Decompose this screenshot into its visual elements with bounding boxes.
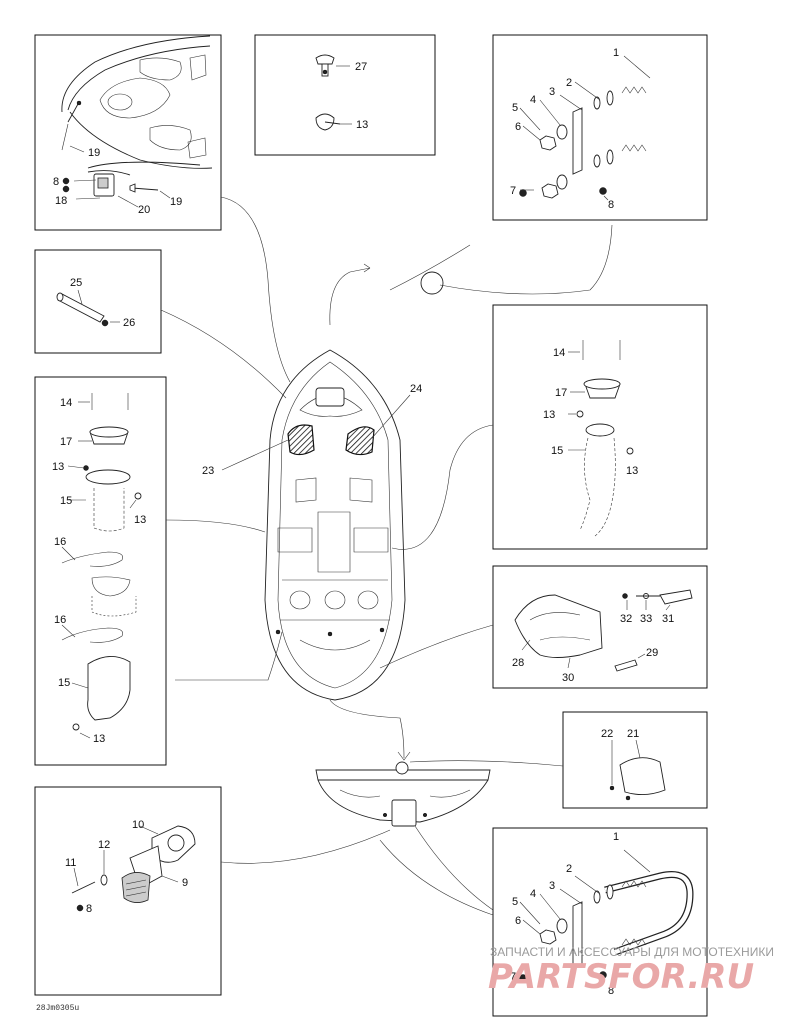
callout-11: 11 <box>65 857 76 869</box>
panel-drain-hose: 14 17 13 15 13 16 16 15 13 <box>34 376 167 766</box>
callout-15-right: 15 <box>551 445 563 457</box>
callout-6-top: 6 <box>515 121 521 133</box>
callout-13-right-a: 13 <box>543 409 555 421</box>
callout-31: 31 <box>662 613 674 625</box>
callout-13-fastener: 13 <box>356 119 368 131</box>
callout-15-left-a: 15 <box>60 495 72 507</box>
callout-33: 33 <box>640 613 652 625</box>
watermark-logo: PARTSFOR.RU <box>488 957 754 997</box>
callout-21: 21 <box>627 728 639 740</box>
callout-14-right: 14 <box>553 347 565 359</box>
callout-2-top: 2 <box>566 77 572 89</box>
callout-20: 20 <box>138 204 150 216</box>
panel-hose-right: 14 17 13 15 13 <box>492 304 708 550</box>
callout-1-bottom: 1 <box>613 831 619 843</box>
callout-7-bottom: 7 <box>510 971 516 983</box>
callout-22: 22 <box>601 728 613 740</box>
callout-19-upper: 19 <box>88 147 100 159</box>
callout-7-top: 7 <box>510 185 516 197</box>
callout-1-top: 1 <box>613 47 619 59</box>
callout-14-left: 14 <box>60 397 72 409</box>
callout-2-bottom: 2 <box>566 863 572 875</box>
panel-deflector: 32 33 31 28 29 30 <box>492 565 708 689</box>
callout-17-left: 17 <box>60 436 72 448</box>
callout-18: 18 <box>55 195 67 207</box>
stern-bracket <box>315 761 491 827</box>
callout-17-right: 17 <box>555 387 567 399</box>
callout-8-nose: 8 <box>53 176 59 188</box>
callout-4-bottom: 4 <box>530 888 536 900</box>
callout-13-left-a: 13 <box>52 461 64 473</box>
callout-5-top: 5 <box>512 102 518 114</box>
callout-29: 29 <box>646 647 658 659</box>
panel-hull-nose: 19 8 18 20 19 <box>34 34 222 231</box>
callout-5-bottom: 5 <box>512 896 518 908</box>
callout-8-plug: 8 <box>86 903 92 915</box>
callout-23: 23 <box>202 465 214 477</box>
callout-3-bottom: 3 <box>549 880 555 892</box>
hull-body: 23 24 <box>202 349 422 701</box>
callout-8-bottom: 8 <box>608 985 614 997</box>
callout-6-bottom: 6 <box>515 915 521 927</box>
callout-15-left-b: 15 <box>58 677 70 689</box>
callout-28: 28 <box>512 657 524 669</box>
callout-32: 32 <box>620 613 632 625</box>
panel-u-bolt-top: 1 2 3 4 5 6 7 8 <box>492 34 708 221</box>
callout-10: 10 <box>132 819 144 831</box>
callout-9: 9 <box>182 877 188 889</box>
callout-30: 30 <box>562 672 574 684</box>
callout-4-top: 4 <box>530 94 536 106</box>
callout-26: 26 <box>123 317 135 329</box>
panel-guard: 22 21 <box>562 711 708 809</box>
callout-19-lower: 19 <box>170 196 182 208</box>
callout-27: 27 <box>355 61 367 73</box>
leader-lines <box>160 196 613 916</box>
callout-12: 12 <box>98 839 110 851</box>
panel-u-bolt-bottom: 1 2 3 4 5 6 7 8 <box>492 827 708 1017</box>
watermark-tagline: ЗАПЧАСТИ И АКСЕССУАРЫ ДЛЯ МОТОТЕХНИКИ <box>490 945 774 959</box>
callout-13-right-b: 13 <box>626 465 638 477</box>
callout-16-left-a: 16 <box>54 536 66 548</box>
callout-13-left-c: 13 <box>93 733 105 745</box>
panel-drain-plug: 10 12 11 9 8 <box>34 786 222 996</box>
figure-reference-code: 28Jm0305u <box>36 1004 79 1013</box>
callout-3-top: 3 <box>549 86 555 98</box>
panel-rod: 25 26 <box>34 249 162 354</box>
panel-fasteners: 27 13 <box>254 34 436 156</box>
callout-8-top: 8 <box>608 199 614 211</box>
callout-24: 24 <box>410 383 422 395</box>
callout-16-left-b: 16 <box>54 614 66 626</box>
callout-13-left-b: 13 <box>134 514 146 526</box>
callout-25: 25 <box>70 277 82 289</box>
